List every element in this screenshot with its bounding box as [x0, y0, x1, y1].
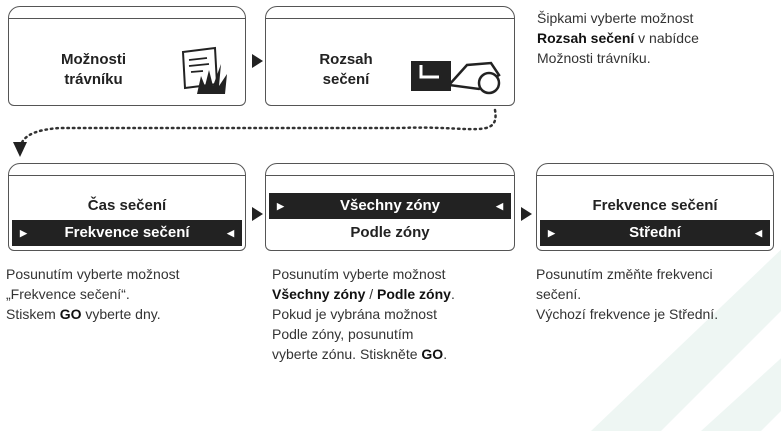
left-arrow-icon: ▶ [548, 228, 555, 238]
box-header [266, 164, 514, 176]
menu-row-medium-selected: ▶ Střední ◀ [540, 220, 770, 246]
box-header [266, 7, 514, 19]
top-instruction: Šipkami vyberte možnost Rozsah sečení v … [537, 10, 699, 66]
lawn-options-icon [181, 46, 227, 94]
menu-row-all-zones-selected: ▶ Všechny zóny ◀ [269, 193, 511, 219]
step-lawn-options: Možnosti trávníku [8, 6, 246, 106]
menu-row-mowing-frequency-selected: ▶ Frekvence sečení ◀ [12, 220, 242, 246]
screen-zones: ▶ Všechny zóny ◀ Podle zóny [265, 163, 515, 251]
description-step-5: Posunutím změňte frekvenci sečení. Výcho… [536, 266, 719, 322]
left-arrow-icon: ▶ [20, 228, 27, 238]
screen-mowing-time: Čas sečení ▶ Frekvence sečení ◀ [8, 163, 246, 251]
arrow-right-icon [252, 54, 263, 68]
left-arrow-icon: ▶ [277, 201, 284, 211]
flow-connector [13, 108, 497, 157]
step-lawn-options-title: Možnosti trávníku [61, 51, 126, 88]
description-step-3: Posunutím vyberte možnost „Frekvence seč… [6, 266, 180, 322]
right-arrow-icon: ◀ [227, 228, 234, 238]
menu-row-mowing-time: Čas sečení [87, 197, 167, 214]
box-header [9, 164, 245, 176]
arrow-right-icon [521, 207, 532, 221]
menu-row-by-zone: Podle zóny [350, 224, 430, 241]
description-step-4: Posunutím vyberte možnost Všechny zóny /… [272, 266, 455, 362]
right-arrow-icon: ◀ [755, 228, 762, 238]
box-header [9, 7, 245, 19]
step-mowing-range-title: Rozsah sečení [319, 51, 373, 88]
box-header [537, 164, 773, 176]
mower-range-icon [411, 61, 501, 95]
right-arrow-icon: ◀ [496, 201, 503, 211]
menu-row-frequency-title: Frekvence sečení [592, 197, 718, 214]
step-mowing-range: Rozsah sečení [265, 6, 515, 106]
arrow-right-icon [252, 207, 263, 221]
screen-frequency: Frekvence sečení ▶ Střední ◀ [536, 163, 774, 251]
